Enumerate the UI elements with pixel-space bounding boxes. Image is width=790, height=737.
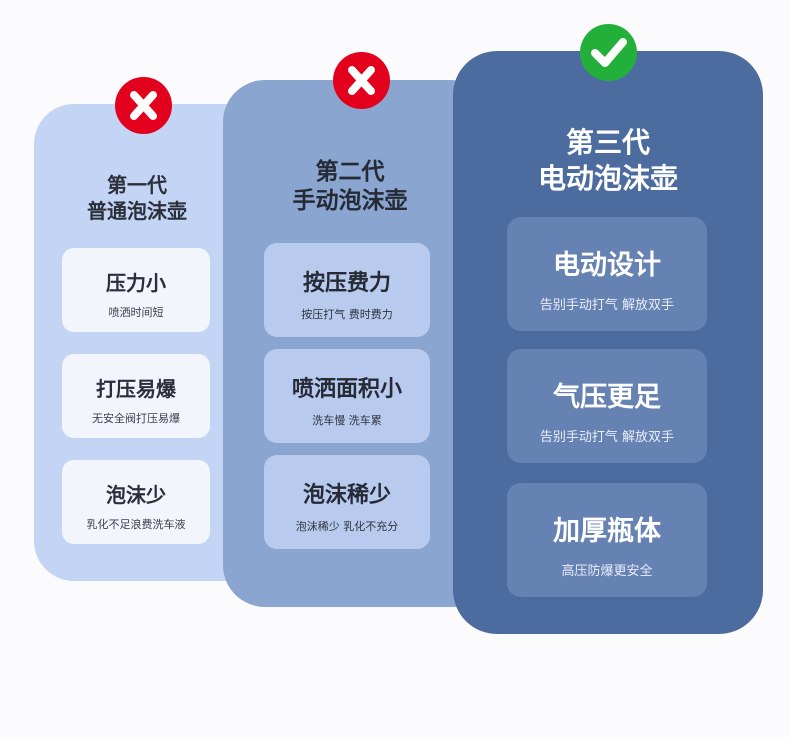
panel-gen2: 第二代 手动泡沫壶 按压费力 按压打气 费时费力 喷洒面积小 洗车慢 洗车累 泡… — [223, 80, 493, 607]
card-heading: 打压易爆 — [96, 377, 176, 401]
gen1-title: 第一代 普通泡沫壶 — [34, 172, 240, 224]
cross-icon — [333, 52, 390, 109]
card-subtext: 喷洒时间短 — [108, 306, 164, 319]
card-heading: 喷洒面积小 — [291, 377, 402, 402]
gen3-title-line1: 第三代 — [565, 126, 650, 159]
card-heading: 压力小 — [106, 271, 166, 295]
card-subtext: 高压防爆更安全 — [561, 564, 653, 579]
card-heading: 按压费力 — [302, 271, 391, 296]
card-heading: 泡沫少 — [106, 483, 166, 507]
card-heading: 加厚瓶体 — [553, 516, 661, 547]
gen1-title-line1: 第一代 — [107, 173, 167, 197]
card-subtext: 乳化不足浪费洗车液 — [86, 518, 186, 531]
gen2-card-spray-area: 喷洒面积小 洗车慢 洗车累 — [264, 349, 430, 443]
card-heading: 电动设计 — [553, 250, 661, 281]
gen1-title-line2: 普通泡沫壶 — [87, 199, 187, 223]
gen1-card-foam: 泡沫少 乳化不足浪费洗车液 — [62, 460, 210, 544]
gen3-card-electric: 电动设计 告别手动打气 解放双手 — [507, 217, 707, 331]
card-subtext: 洗车慢 洗车累 — [312, 414, 382, 427]
card-subtext: 告别手动打气 解放双手 — [539, 430, 675, 445]
panel-gen3: 第三代 电动泡沫壶 电动设计 告别手动打气 解放双手 气压更足 告别手动打气 解… — [453, 51, 763, 634]
cross-icon — [115, 77, 172, 134]
gen2-card-effort: 按压费力 按压打气 费时费力 — [264, 243, 430, 337]
card-subtext: 泡沫稀少 乳化不充分 — [295, 520, 399, 533]
gen3-title-line2: 电动泡沫壶 — [537, 162, 678, 195]
gen2-title-line1: 第二代 — [315, 159, 385, 185]
card-heading: 泡沫稀少 — [302, 483, 391, 508]
card-subtext: 无安全阀打压易爆 — [92, 412, 180, 425]
gen2-title: 第二代 手动泡沫壶 — [223, 158, 477, 216]
check-icon — [580, 24, 637, 81]
gen3-card-pressure: 气压更足 告别手动打气 解放双手 — [507, 349, 707, 463]
card-subtext: 按压打气 费时费力 — [301, 308, 393, 321]
gen3-card-bottle: 加厚瓶体 高压防爆更安全 — [507, 483, 707, 597]
card-subtext: 告别手动打气 解放双手 — [539, 298, 675, 313]
gen1-card-explode: 打压易爆 无安全阀打压易爆 — [62, 354, 210, 438]
gen2-card-foam: 泡沫稀少 泡沫稀少 乳化不充分 — [264, 455, 430, 549]
card-heading: 气压更足 — [553, 382, 661, 413]
gen2-title-line2: 手动泡沫壶 — [292, 188, 408, 214]
gen1-card-pressure: 压力小 喷洒时间短 — [62, 248, 210, 332]
gen3-title: 第三代 电动泡沫壶 — [453, 125, 763, 197]
